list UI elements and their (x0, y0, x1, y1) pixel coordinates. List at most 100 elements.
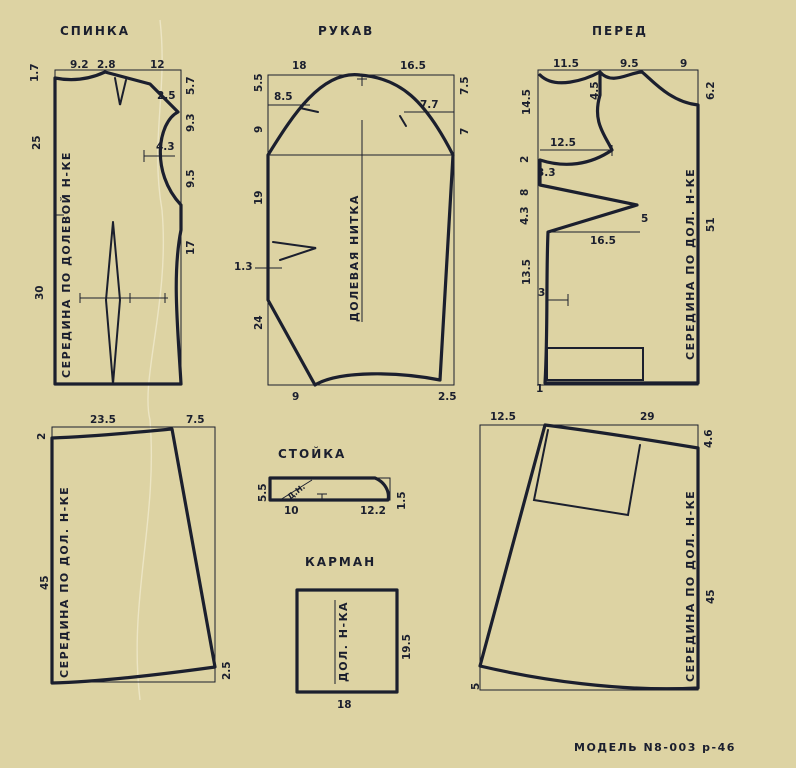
back-right-b: 9.3 (185, 113, 197, 132)
paper-crease (136, 19, 165, 701)
back-shoulder-dart (114, 77, 127, 106)
back-left-low: 30 (34, 285, 46, 300)
sleeve-grain-label: ДОЛЕВАЯ НИТКА (348, 194, 361, 322)
sleeve-pattern: 18 16.5 5.5 9 19 24 7.5 7 8.5 7.7 1.3 9 … (234, 60, 471, 403)
back-skirt-grain-label: СЕРЕДИНА ПО ДОЛ. Н-КЕ (58, 486, 71, 678)
front-bust: 3.3 (537, 167, 556, 179)
sleeve-bottom-right: 2.5 (438, 391, 457, 403)
front-skirt-pocket (532, 429, 641, 517)
sleeve-dart: 1.3 (234, 261, 253, 273)
front-skirt-top-a: 12.5 (490, 411, 516, 423)
sleeve-cap-right: 7.7 (420, 99, 439, 111)
collar-end: 1.5 (396, 491, 408, 510)
back-left-mid: 25 (31, 135, 43, 150)
front-top-a: 11.5 (553, 58, 579, 70)
back-top-a: 9.2 (70, 59, 89, 71)
front-left-e: 13.5 (521, 259, 533, 285)
back-skirt-top-b: 7.5 (186, 414, 205, 426)
sleeve-bottom-left: 9 (292, 391, 299, 403)
front-skirt-right-top: 4.6 (703, 429, 715, 448)
front-dart-w: 5 (641, 213, 648, 225)
pocket-pattern: ДОЛ. Н-КА 18 19.5 (295, 588, 413, 711)
collar-title: СТОЙКА (278, 446, 346, 461)
back-armhole-mark (143, 150, 175, 162)
collar-bottom-a: 10 (284, 505, 299, 517)
collar-grain-line (279, 479, 313, 501)
pocket-title: КАРМАН (305, 555, 376, 569)
back-top-b: 2.8 (97, 59, 116, 71)
pocket-outline (295, 588, 399, 694)
collar-outline (268, 476, 391, 502)
front-hip-mark (548, 294, 569, 306)
sleeve-frame (267, 74, 455, 386)
front-skirt-right-len: 45 (705, 589, 717, 604)
back-skirt-top-a: 23.5 (90, 414, 116, 426)
back-outline (53, 70, 183, 386)
back-left-top: 1.7 (29, 63, 41, 82)
pocket-grain-label: ДОЛ. Н-КА (337, 601, 350, 682)
sleeve-top-left: 18 (292, 60, 307, 72)
front-skirt-outline (478, 423, 700, 691)
front-armhole: 12.5 (550, 137, 576, 149)
back-shoulder: 2.5 (157, 90, 176, 102)
back-pattern: 9.2 2.8 12 1.7 25 30 5.7 9.3 9.5 17 2.5 … (29, 59, 197, 386)
sleeve-left-a: 5.5 (253, 73, 265, 92)
collar-notch (317, 493, 327, 500)
sleeve-center-line (357, 75, 367, 86)
front-skirt-left-bottom: 5 (470, 683, 482, 690)
back-skirt-frame (51, 426, 216, 683)
front-top-b: 9.5 (620, 58, 639, 70)
front-title: ПЕРЕД (592, 24, 648, 38)
front-right-b: 51 (705, 217, 717, 232)
sleeve-outline (266, 73, 455, 387)
back-skirt-left-len: 45 (39, 575, 51, 590)
front-dart-len: 16.5 (590, 235, 616, 247)
sleeve-left-d: 24 (253, 315, 265, 330)
front-skirt-frame (479, 424, 699, 691)
sleeve-right-b: 7 (459, 128, 471, 135)
sleeve-cap-left: 8.5 (274, 91, 293, 103)
back-armhole: 4.3 (156, 141, 175, 153)
back-top-c: 12 (150, 59, 165, 71)
back-skirt-outline (50, 427, 217, 685)
front-outline (538, 70, 700, 385)
sleeve-cap-mark-left (299, 107, 319, 113)
sleeve-title: РУКАВ (318, 24, 374, 38)
front-bust-line (540, 145, 613, 156)
sleeve-cap-mark-right (399, 115, 407, 127)
front-top-c: 9 (680, 58, 687, 70)
front-pattern: 11.5 9.5 9 14.5 2 8 4.3 13.5 4.5 6.2 51 … (519, 58, 717, 395)
sleeve-right-a: 7.5 (459, 76, 471, 95)
front-grain-label: СЕРЕДИНА ПО ДОЛ. Н-КЕ (684, 168, 697, 360)
back-right-c: 9.5 (185, 169, 197, 188)
back-skirt-pattern: 23.5 7.5 2 45 2.5 СЕРЕДИНА ПО ДОЛ. Н-КЕ (36, 414, 233, 685)
back-skirt-right-bottom: 2.5 (221, 661, 233, 680)
front-skirt-grain-label: СЕРЕДИНА ПО ДОЛ. Н-КЕ (684, 490, 697, 682)
front-left-a: 14.5 (521, 89, 533, 115)
sleeve-elbow-dart (272, 241, 317, 261)
front-pocket-placement (546, 347, 644, 381)
collar-bottom-b: 12.2 (360, 505, 386, 517)
front-left-b: 2 (519, 156, 531, 163)
pocket-height: 19.5 (401, 634, 413, 660)
sleeve-left-b: 9 (253, 126, 265, 133)
pocket-width: 18 (337, 699, 352, 711)
front-left-c: 8 (519, 189, 531, 196)
back-grain-label: СЕРЕДИНА ПО ДОЛЕВОЙ Н-КЕ (60, 151, 73, 378)
front-left-d: 4.3 (519, 206, 531, 225)
model-label: МОДЕЛЬ N8-003 р-46 (574, 741, 736, 754)
front-skirt-pattern: 12.5 29 4.6 45 5 СЕРЕДИНА ПО ДОЛ. Н-КЕ (470, 411, 717, 691)
sleeve-top-right: 16.5 (400, 60, 426, 72)
back-waist-line (79, 293, 168, 303)
collar-height: 5.5 (257, 483, 269, 502)
back-right-d: 17 (185, 240, 197, 255)
back-title: СПИНКА (60, 24, 130, 38)
front-skirt-top-b: 29 (640, 411, 655, 423)
back-frame (54, 69, 182, 386)
back-right-a: 5.7 (185, 76, 197, 95)
back-skirt-left-top: 2 (36, 433, 48, 440)
collar-pattern: 5.5 10 12.2 1.5 Д.Н. (257, 476, 408, 517)
front-right-a: 6.2 (705, 81, 717, 100)
